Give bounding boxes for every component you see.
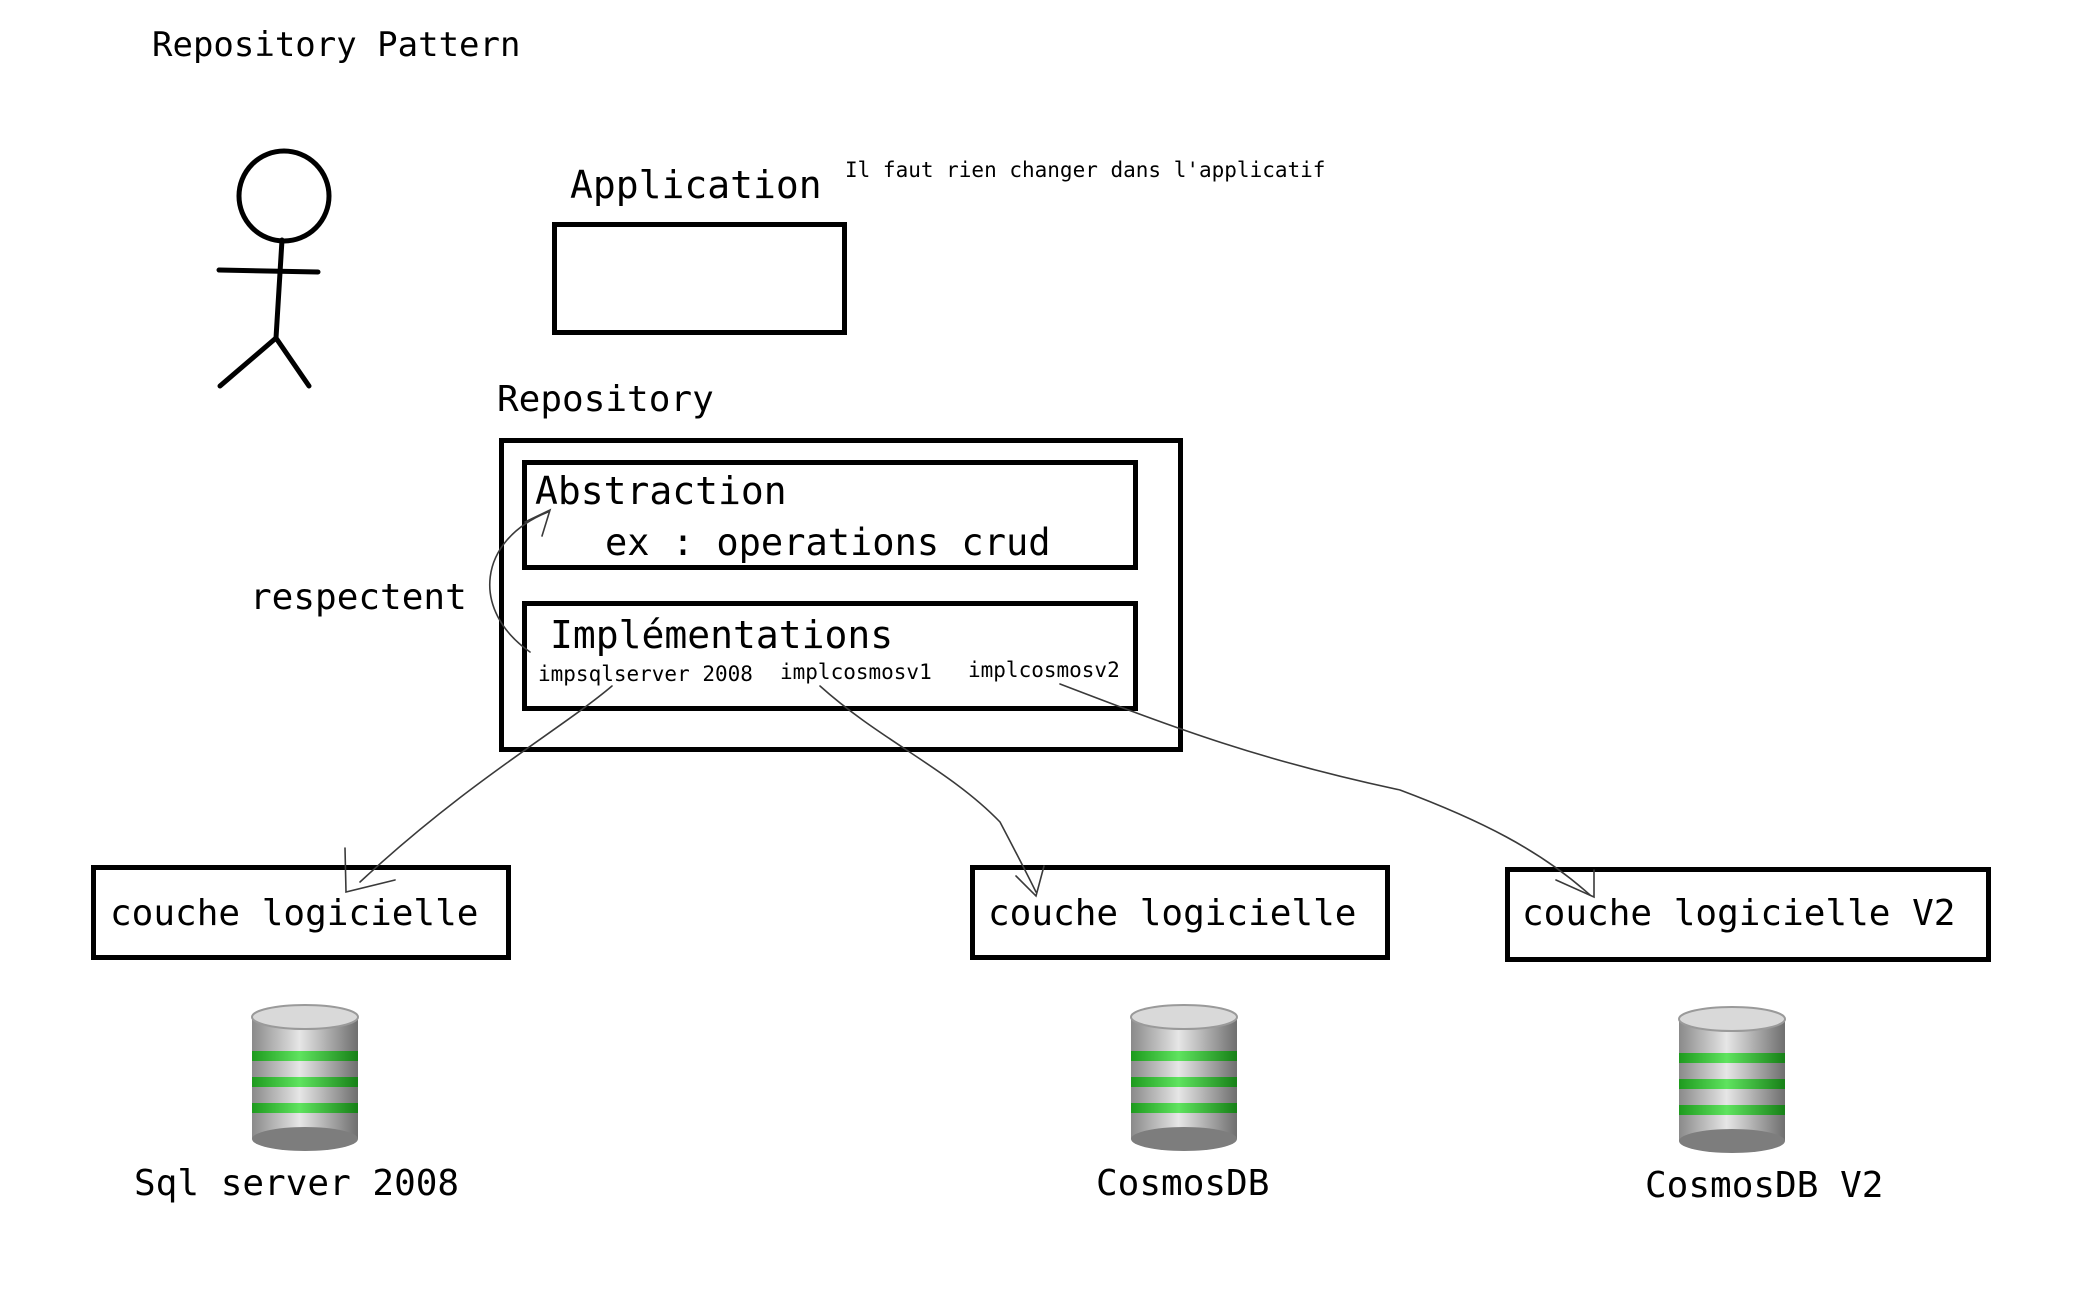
connector-sql bbox=[359, 685, 613, 883]
software-layer-label: couche logicielle V2 bbox=[1522, 893, 1956, 934]
database-label: Sql server 2008 bbox=[134, 1163, 460, 1204]
implementation-item: implcosmosv2 bbox=[968, 658, 1120, 682]
database-label: CosmosDB V2 bbox=[1645, 1165, 1884, 1206]
application-label: Application bbox=[570, 163, 822, 207]
software-layer-box bbox=[970, 865, 1390, 960]
implementations-box bbox=[522, 601, 1138, 711]
abstraction-example: ex : operations crud bbox=[605, 521, 1051, 564]
connector-cosmosv2 bbox=[1059, 683, 1591, 896]
connector-sql-head bbox=[344, 847, 396, 894]
repository-label: Repository bbox=[497, 379, 714, 420]
abstraction-box bbox=[522, 460, 1138, 570]
connector-cosmosv2-head bbox=[1555, 869, 1595, 899]
repository-box bbox=[499, 438, 1183, 752]
application-box bbox=[552, 222, 847, 335]
diagram-title: Repository Pattern bbox=[152, 25, 521, 65]
respect-arrowhead bbox=[524, 508, 552, 537]
software-layer-box bbox=[1505, 867, 1991, 962]
software-layer-label: couche logicielle bbox=[988, 893, 1357, 934]
connector-cosmos-head bbox=[1015, 865, 1045, 898]
connector-cosmos bbox=[819, 685, 1037, 893]
software-layer-label: couche logicielle bbox=[110, 893, 479, 934]
relation-label: respectent bbox=[250, 577, 467, 618]
implementation-item: implcosmosv1 bbox=[780, 660, 932, 684]
application-note: Il faut rien changer dans l'applicatif bbox=[845, 158, 1326, 182]
implementation-item: impsqlserver 2008 bbox=[538, 662, 753, 686]
software-layer-box bbox=[91, 865, 511, 960]
abstraction-title: Abstraction bbox=[535, 469, 787, 513]
database-label: CosmosDB bbox=[1096, 1163, 1270, 1204]
implementations-title: Implémentations bbox=[550, 613, 894, 657]
respect-arrow bbox=[489, 511, 549, 653]
